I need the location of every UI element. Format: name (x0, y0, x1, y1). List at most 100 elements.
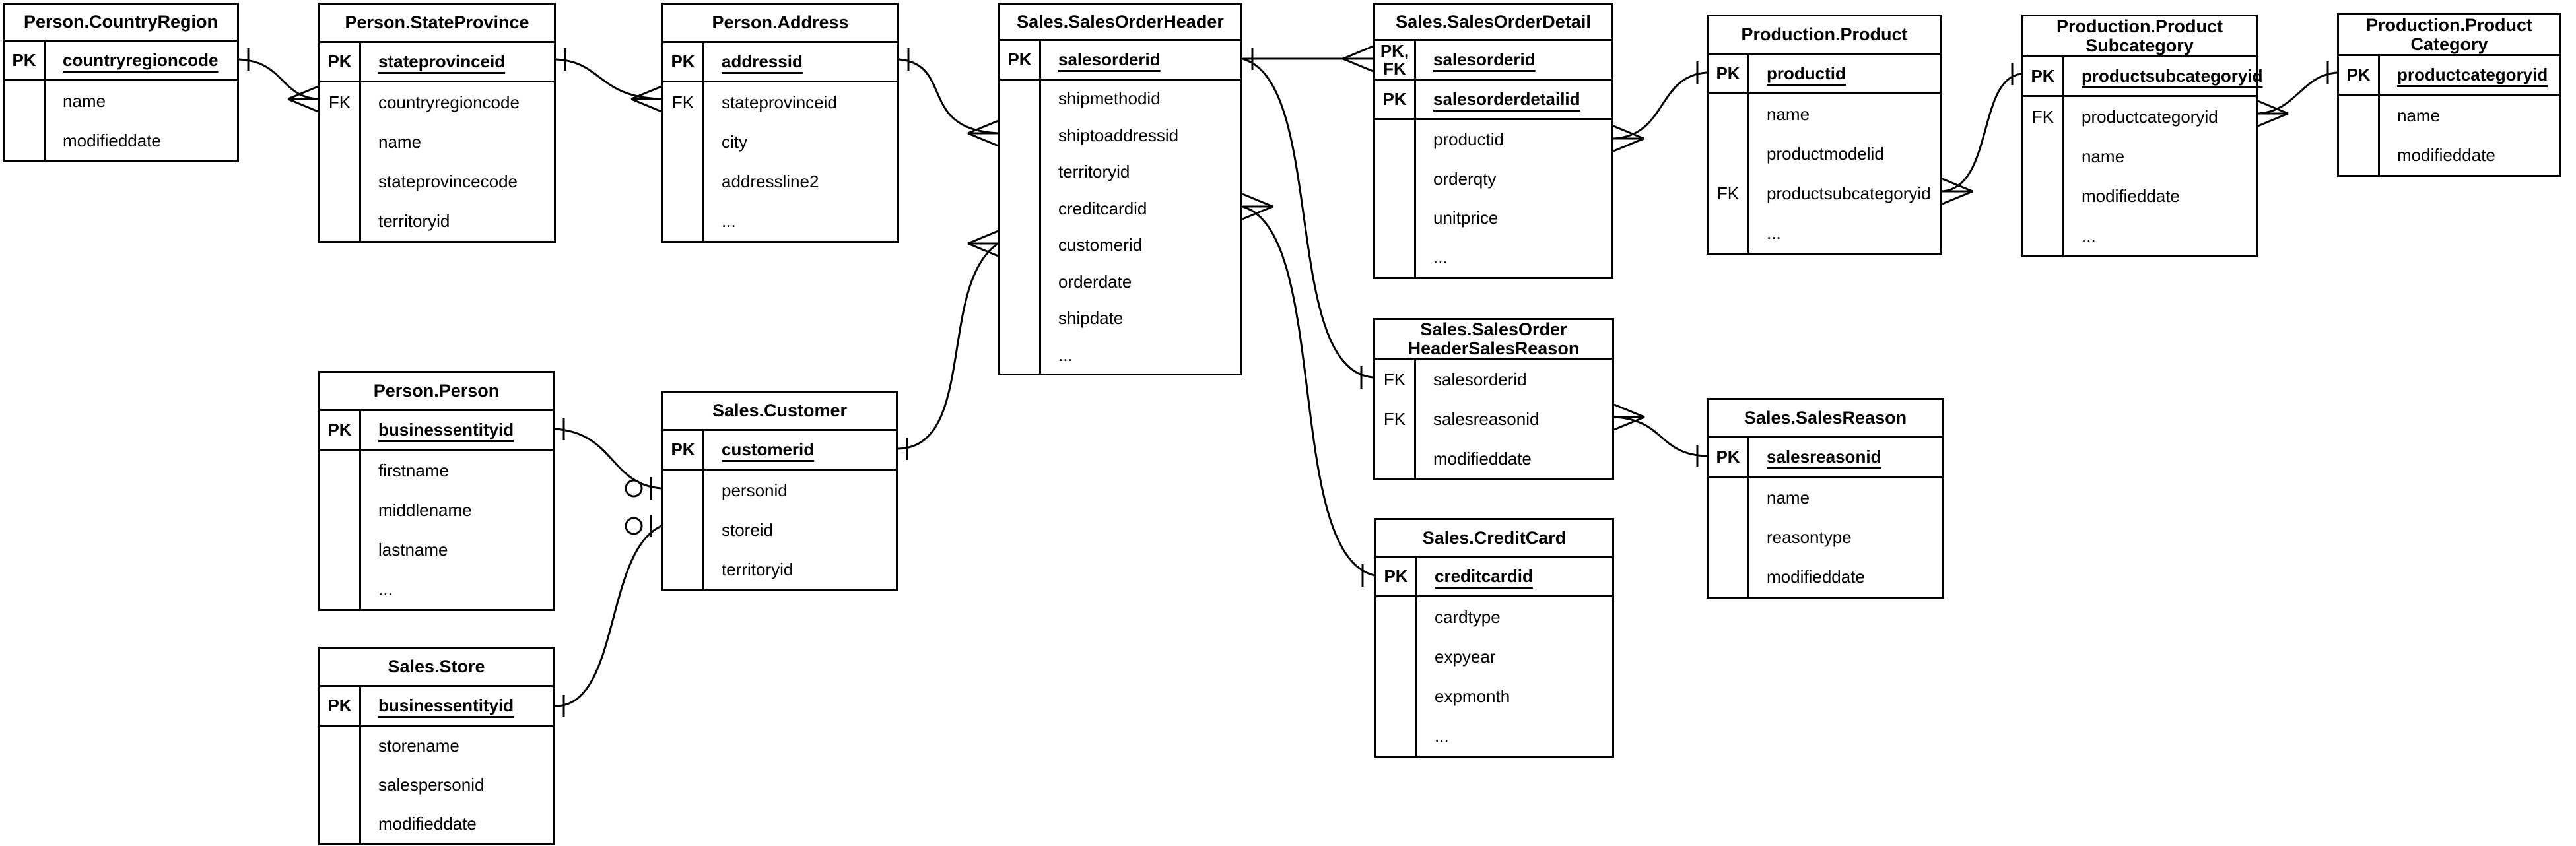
key-label (320, 727, 361, 765)
attribute-text: storename (378, 736, 459, 756)
cardinality-many-crowfoot (967, 242, 999, 257)
attribute-text: cardtype (1435, 606, 1501, 627)
attribute-row: name (320, 122, 554, 162)
attribute-text: expyear (1435, 646, 1496, 667)
attribute-name: modifieddate (1749, 557, 1942, 597)
attribute-text: firstname (378, 460, 449, 480)
attribute-row: modifieddate (2023, 176, 2256, 216)
relationship-line (2256, 71, 2338, 115)
key-label (320, 162, 361, 201)
attribute-row: modifieddate (320, 804, 553, 843)
attribute-row: ... (1376, 716, 1612, 756)
attribute-name: ... (1417, 716, 1612, 756)
attribute-name: productmodelid (1749, 134, 1940, 174)
key-label (1000, 337, 1041, 374)
attribute-name: personid (704, 471, 896, 510)
attribute-row: modifieddate (2339, 135, 2559, 175)
key-label (1709, 94, 1749, 134)
entity-title-line: Sales.SalesReason (1744, 408, 1907, 428)
attribute-name: storeid (704, 510, 896, 550)
attribute-name: modifieddate (1416, 439, 1612, 478)
pk-attribute-text: countryregioncode (63, 50, 219, 70)
attribute-name: modifieddate (2380, 135, 2559, 175)
attribute-row: name (2023, 137, 2256, 176)
entity-title: Person.Address (663, 5, 897, 43)
pk-attribute-text: salesreasonid (1767, 447, 1881, 467)
relationship-line (553, 525, 663, 707)
attribute-row: storename (320, 727, 553, 765)
attribute-row: ... (1709, 213, 1940, 253)
attribute-text: productmodelid (1767, 143, 1884, 164)
cardinality-many-crowfoot (1242, 193, 1273, 208)
attribute-name: firstname (361, 451, 553, 490)
key-label (320, 122, 361, 162)
attribute-row: middlename (320, 490, 553, 530)
attribute-name: stateprovinceid (361, 43, 554, 81)
key-label: PK (320, 411, 361, 449)
attribute-text: customerid (1058, 235, 1143, 255)
pk-attribute-text: productid (1767, 63, 1846, 83)
key-label (1375, 199, 1416, 238)
attribute-text: shiptoaddressid (1058, 125, 1179, 145)
attribute-row: shiptoaddressid (1000, 117, 1240, 154)
attribute-name: countryregioncode (46, 42, 237, 79)
key-label (2023, 176, 2064, 216)
key-label: PK (1376, 558, 1417, 595)
entity-title-line: HeaderSalesReason (1407, 338, 1580, 358)
attribute-row: name (1709, 478, 1942, 517)
attribute-text: productid (1433, 129, 1504, 150)
attribute-name: salesorderdetailid (1416, 81, 1611, 118)
attribute-row: salespersonid (320, 765, 553, 804)
key-label (1709, 213, 1749, 253)
attribute-text: expmonth (1435, 686, 1510, 706)
attribute-name: modifieddate (2064, 176, 2256, 216)
relationship-line (1613, 416, 1708, 457)
key-label (1000, 227, 1041, 264)
attribute-name: salesreasonid (1416, 399, 1612, 439)
attribute-name: stateprovincecode (361, 162, 554, 201)
relationship-line (1241, 205, 1376, 577)
attribute-name: salesreasonid (1749, 438, 1942, 476)
cardinality-many-crowfoot (630, 85, 662, 100)
attribute-row: shipdate (1000, 300, 1240, 337)
attribute-row: ... (320, 569, 553, 609)
relationship-countryregion-stateprovince (238, 48, 320, 113)
attribute-text: territoryid (1058, 162, 1130, 182)
attribute-name: customerid (1041, 227, 1240, 264)
attribute-row: productid (1375, 120, 1611, 160)
attribute-text: territoryid (378, 211, 450, 231)
key-label (1376, 637, 1417, 676)
attribute-text: unitprice (1433, 208, 1499, 228)
entity-title-line: Category (2410, 34, 2488, 54)
attribute-row: storeid (663, 510, 896, 550)
cardinality-many-crowfoot (1613, 125, 1644, 140)
relationship-productsubcategory-product (1941, 63, 2023, 205)
key-label: FK (1709, 174, 1749, 213)
pk-attribute-text: salesorderdetailid (1433, 89, 1580, 109)
attribute-name: salesorderid (1416, 41, 1611, 79)
pk-attribute-text: businessentityid (378, 696, 514, 715)
key-label: PK (2339, 56, 2380, 94)
attribute-name: name (1749, 478, 1942, 517)
attribute-text: modifieddate (1433, 448, 1532, 469)
attribute-name: ... (1041, 337, 1240, 374)
cardinality-many-crowfoot (967, 132, 999, 147)
